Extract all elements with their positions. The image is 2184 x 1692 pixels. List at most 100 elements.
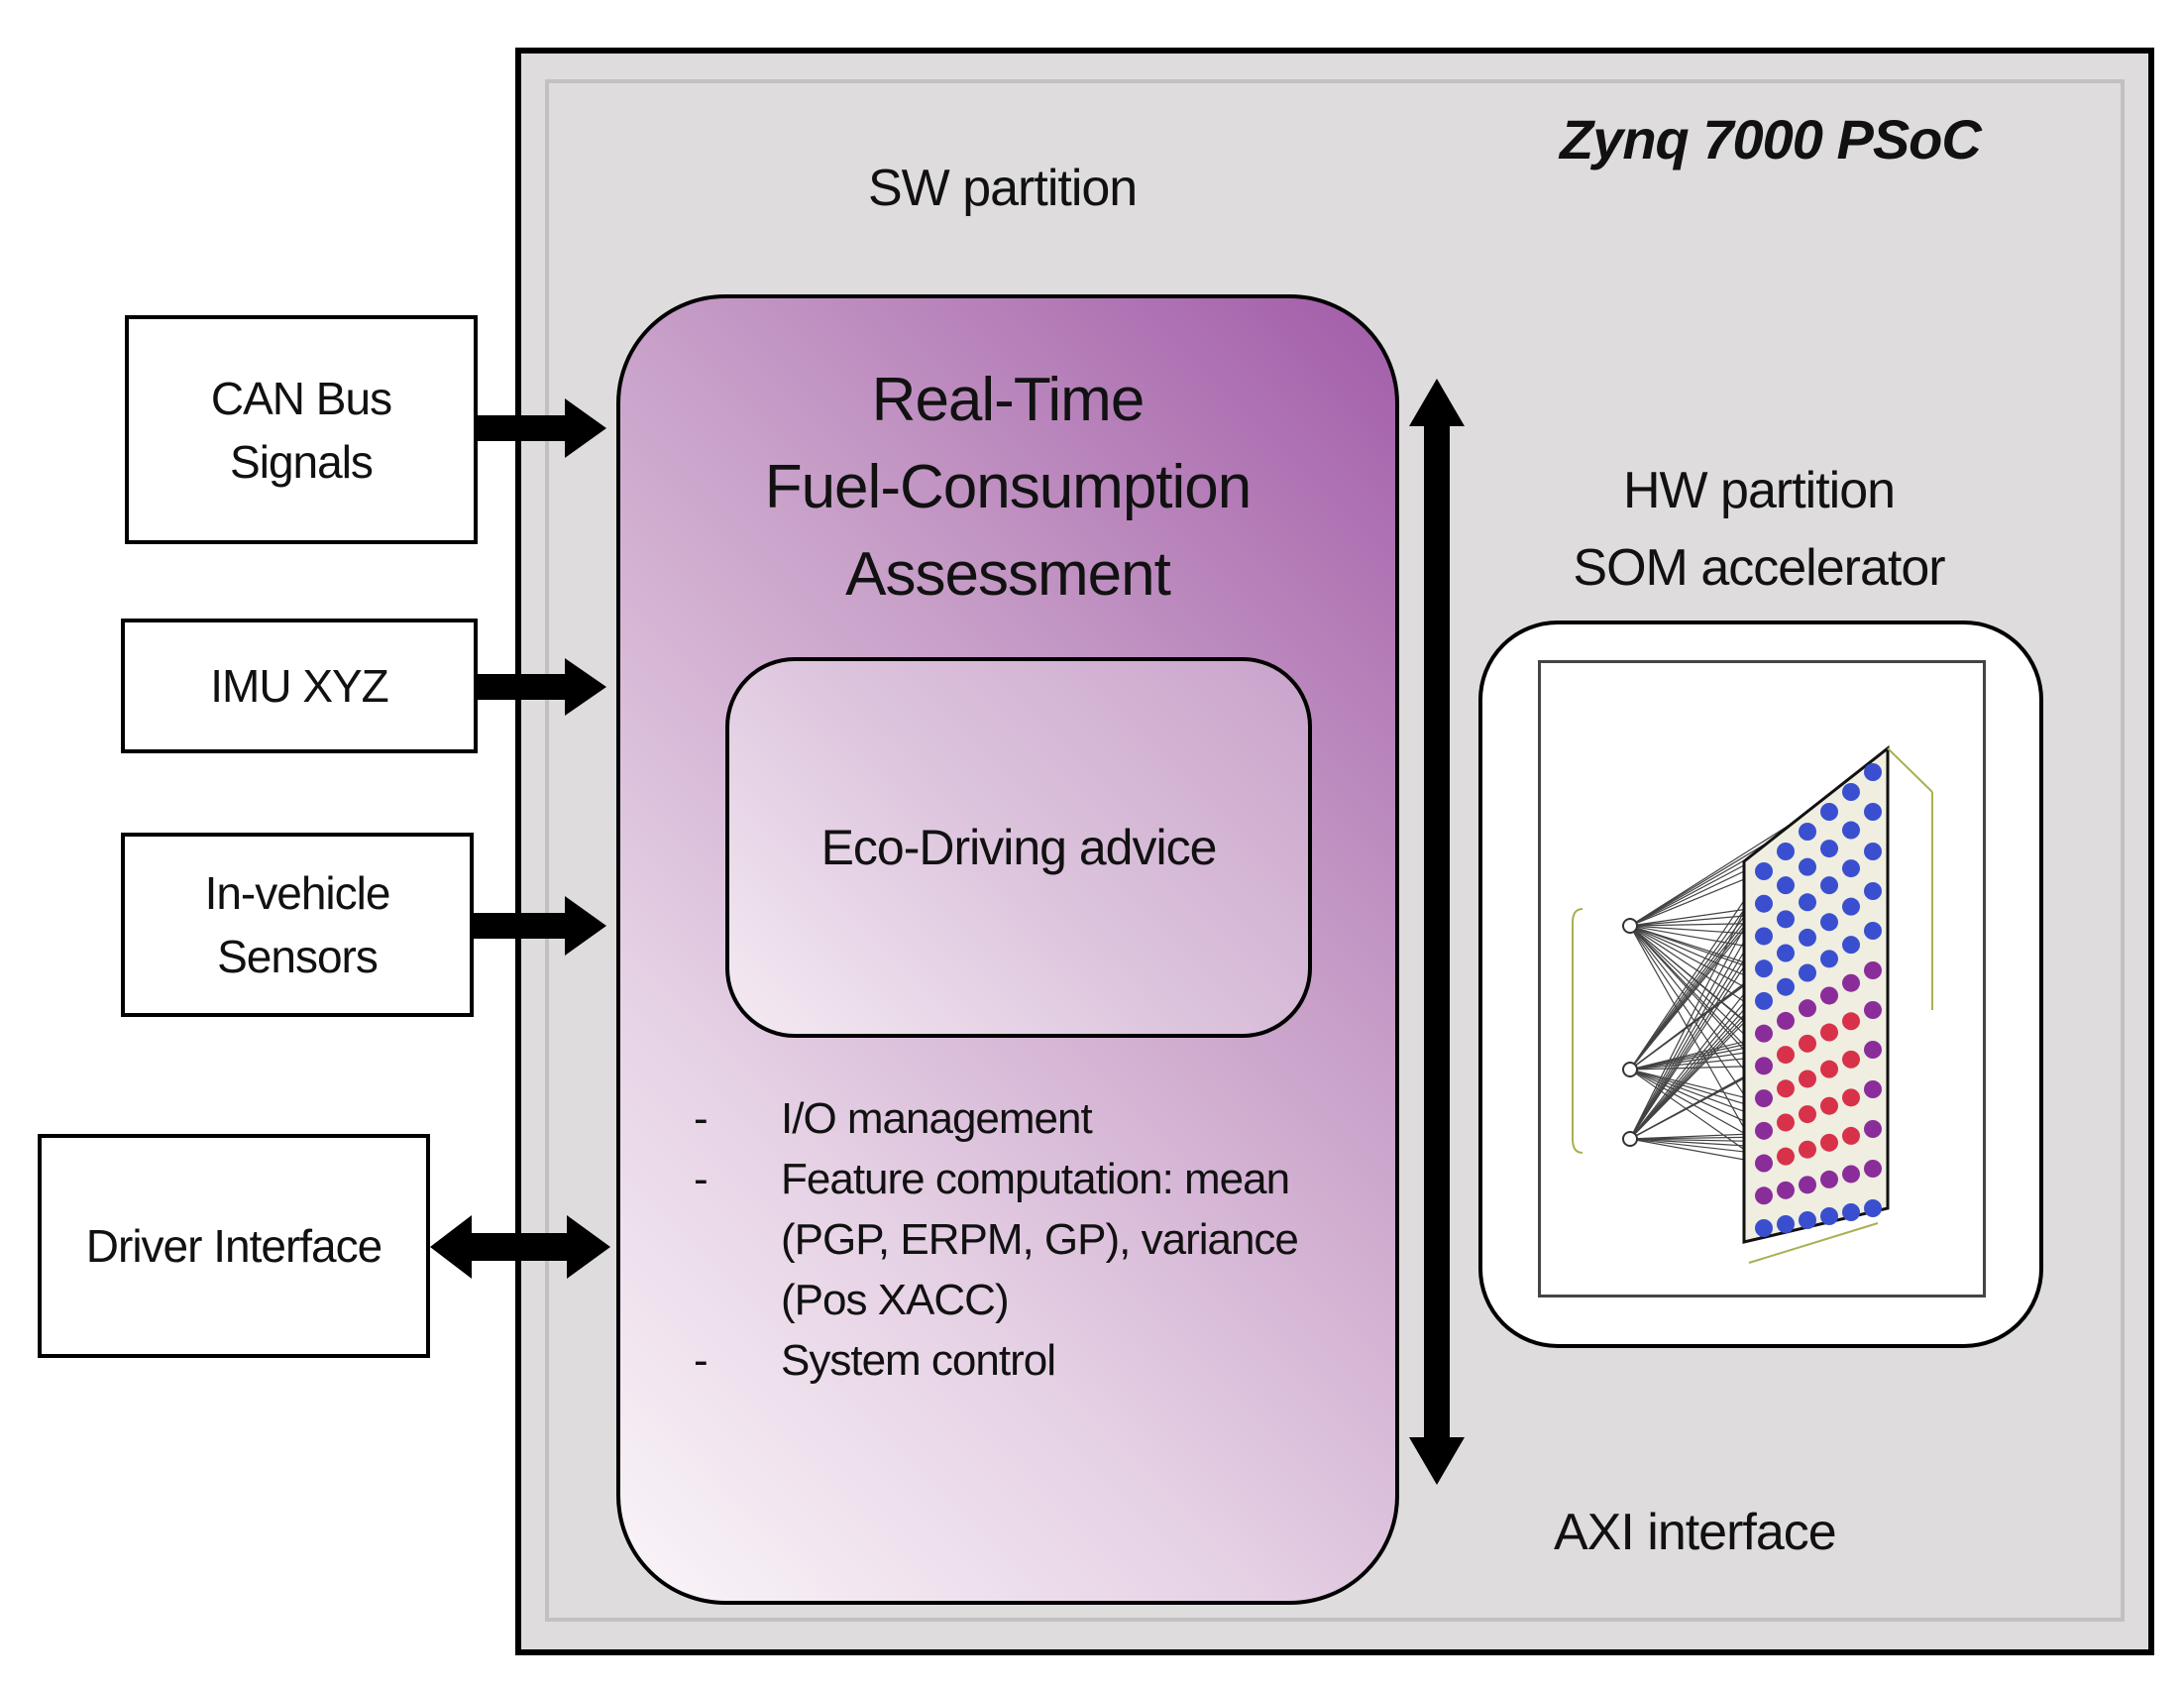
som-neuron	[1777, 944, 1795, 962]
som-neuron	[1864, 1041, 1882, 1059]
som-neuron	[1842, 1050, 1860, 1069]
som-neuron	[1777, 1113, 1795, 1132]
sw-partition-label: SW partition	[868, 160, 1138, 217]
som-neuron	[1799, 1211, 1816, 1229]
task-text: System control	[781, 1336, 1056, 1385]
som-neuron	[1755, 959, 1773, 978]
som-neuron	[1755, 1219, 1773, 1237]
task-item: - System control	[694, 1330, 1328, 1391]
som-neuron	[1777, 1079, 1795, 1098]
som-neuron	[1864, 1001, 1882, 1019]
som-neuron	[1842, 859, 1860, 878]
som-diagram	[1538, 660, 1986, 1297]
som-neuron	[1777, 977, 1795, 996]
som-neuron	[1820, 913, 1838, 932]
in-vehicle-sensors-arrow	[474, 896, 606, 956]
som-input-node	[1622, 918, 1638, 934]
eco-driving-label: Eco-Driving advice	[820, 820, 1218, 875]
som-neuron	[1842, 1165, 1860, 1184]
som-neuron	[1842, 973, 1860, 992]
zynq-title: Zynq 7000 PSoC	[1560, 108, 1982, 170]
som-connection	[1629, 870, 1765, 927]
axi-interface-label: AXI interface	[1554, 1504, 1837, 1561]
som-neuron	[1755, 1024, 1773, 1043]
eco-driving-box: Eco-Driving advice	[725, 657, 1312, 1038]
som-neuron	[1820, 803, 1838, 821]
som-neuron	[1777, 843, 1795, 860]
som-connection	[1629, 925, 1765, 1164]
som-neuron	[1755, 894, 1773, 913]
hw-partition-label: HW partition SOM accelerator	[1573, 462, 1945, 597]
som-neuron	[1864, 1120, 1882, 1138]
imu-arrow	[478, 658, 606, 716]
som-neuron	[1799, 1105, 1816, 1124]
som-neuron	[1842, 1012, 1860, 1031]
som-neuron	[1777, 1147, 1795, 1166]
som-neuron	[1820, 876, 1838, 895]
som-neuron	[1820, 1023, 1838, 1042]
input-box-in-vehicle-sensors: In-vehicle Sensors	[121, 833, 474, 1017]
som-neuron	[1842, 1088, 1860, 1107]
som-neuron	[1864, 1199, 1882, 1217]
task-bullet: -	[694, 1155, 709, 1203]
som-neuron	[1820, 840, 1838, 858]
som-connection	[1629, 870, 1765, 1071]
som-neuron	[1864, 882, 1882, 900]
som-neuron	[1755, 1186, 1773, 1205]
som-neuron	[1820, 1060, 1838, 1078]
som-neuron	[1799, 1070, 1816, 1088]
som-neuron	[1842, 783, 1860, 801]
som-neuron	[1864, 1160, 1882, 1178]
som-connection	[1629, 1069, 1765, 1165]
som-neuron	[1755, 862, 1773, 880]
som-neuron	[1799, 999, 1816, 1018]
som-neuron	[1777, 1046, 1795, 1065]
can-bus-arrow	[478, 398, 606, 458]
input-box-driver-interface: Driver Interface	[38, 1134, 430, 1358]
axi-arrow	[1409, 379, 1465, 1485]
som-neuron	[1799, 963, 1816, 982]
som-neuron	[1820, 986, 1838, 1005]
som-neuron	[1755, 1121, 1773, 1140]
task-bullet: -	[694, 1336, 709, 1385]
task-item: - I/O management	[694, 1088, 1328, 1149]
som-neuron	[1755, 1154, 1773, 1173]
som-neuron	[1755, 1057, 1773, 1075]
som-neuron	[1755, 927, 1773, 946]
som-neuron	[1799, 857, 1816, 876]
driver-interface-arrow	[430, 1215, 610, 1279]
task-text: I/O management	[781, 1094, 1093, 1143]
som-neuron	[1842, 897, 1860, 916]
som-neuron	[1820, 1096, 1838, 1115]
som-neuron	[1820, 1170, 1838, 1188]
som-connection	[1629, 967, 1765, 1140]
som-neuron	[1864, 763, 1882, 781]
som-neuron	[1820, 950, 1838, 968]
som-neuron	[1777, 876, 1795, 895]
som-neuron	[1864, 1080, 1882, 1098]
som-neuron	[1820, 1133, 1838, 1152]
som-connection	[1629, 870, 1765, 1140]
input-box-can-bus: CAN Bus Signals	[125, 315, 478, 544]
som-neuron	[1777, 1215, 1795, 1233]
som-connection	[1629, 1065, 1765, 1071]
som-neuron	[1799, 928, 1816, 947]
som-neuron	[1777, 910, 1795, 929]
som-input-node	[1622, 1062, 1638, 1077]
som-neuron	[1799, 1176, 1816, 1194]
som-neuron	[1864, 803, 1882, 821]
som-neuron	[1842, 1203, 1860, 1221]
som-neuron	[1820, 1207, 1838, 1225]
som-neuron	[1842, 936, 1860, 955]
input-box-imu: IMU XYZ	[121, 619, 478, 753]
som-neuron	[1864, 843, 1882, 860]
som-neuron	[1799, 893, 1816, 912]
som-neuron	[1842, 1126, 1860, 1145]
task-bullet: -	[694, 1094, 709, 1143]
som-neuron	[1799, 1140, 1816, 1159]
sw-block-title: Real-Time Fuel-Consumption Assessment	[764, 366, 1253, 609]
som-network-graphic	[1572, 744, 1933, 1264]
som-neuron	[1864, 961, 1882, 979]
task-list: - I/O management - Feature computation: …	[694, 1088, 1328, 1391]
som-neuron	[1799, 823, 1816, 841]
